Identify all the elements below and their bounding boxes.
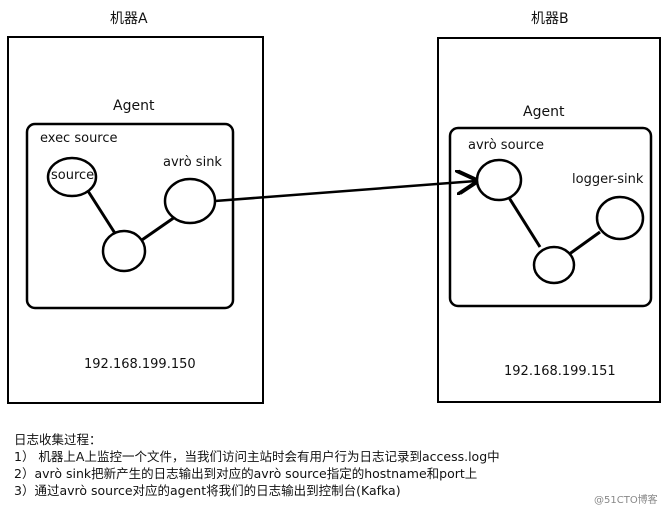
avro-source-node [475,158,523,202]
notes-step-3: 3）通过avrò source对应的agent将我们的日志输出到控制台(Kafk… [14,483,401,498]
logger-sink-label: logger-sink [572,172,644,187]
avro-sink-label: avrò sink [163,155,222,170]
transfer-arrow [214,181,476,203]
link-channel-sink-b [567,230,601,257]
machine-b-ip: 192.168.199.151 [504,364,616,379]
channel-node-a [101,229,147,273]
link-channel-sink-a [138,215,176,244]
exec-source-label: exec source [40,131,118,146]
avro-sink-node [163,177,217,225]
machine-a-agent-label: Agent [113,98,155,114]
machine-b-agent-box [448,126,653,308]
notes-step-2: 2）avrò sink把新产生的日志输出到对应的avrò source指定的ho… [14,466,478,481]
logger-sink-node [595,195,645,241]
source-label: source [51,168,95,183]
watermark: @51CTO博客 [594,495,658,506]
machine-b-title: 机器B [531,11,569,27]
link-source-channel-a [86,190,120,239]
machine-a-agent-box [25,122,235,310]
link-source-channel-b [506,195,542,248]
process-notes: 日志收集过程： 1） 机器上A上监控一个文件，当我们访问主站时会有用户行为日志记… [14,431,614,499]
machine-b-agent-label: Agent [523,104,565,120]
source-node [46,156,98,198]
machine-a-box [7,36,264,404]
channel-node-b [532,245,576,285]
machine-a-ip: 192.168.199.150 [84,357,196,372]
notes-step-1: 1） 机器上A上监控一个文件，当我们访问主站时会有用户行为日志记录到access… [14,449,500,464]
machine-a-title: 机器A [110,11,148,27]
notes-heading: 日志收集过程： [14,432,102,447]
avro-source-label: avrò source [468,138,544,153]
machine-b-box [437,37,661,403]
